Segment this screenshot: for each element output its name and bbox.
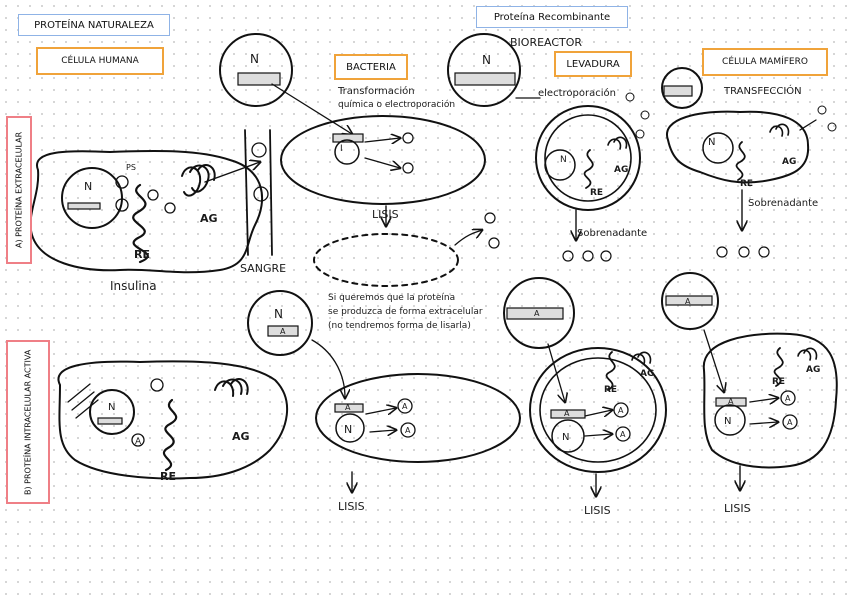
- svg-text:LISIS: LISIS: [338, 500, 365, 513]
- host-yeast: LEVADURA: [554, 51, 632, 77]
- svg-text:N: N: [482, 53, 491, 67]
- svg-text:AG: AG: [782, 157, 796, 167]
- svg-text:N: N: [562, 432, 569, 443]
- svg-text:A: A: [685, 297, 691, 306]
- label-lisis-bacteria: LISIS: [372, 208, 399, 221]
- lysed-bacteria: [313, 233, 459, 287]
- svg-text:A: A: [618, 406, 624, 415]
- svg-text:N: N: [344, 423, 352, 436]
- human-ag-stack: [181, 164, 216, 197]
- svg-text:A: A: [345, 403, 351, 412]
- human-vesicle-1: [115, 175, 129, 189]
- svg-text:AG: AG: [640, 369, 654, 379]
- human-vesicle-2: [115, 198, 129, 212]
- svg-text:AG: AG: [232, 430, 250, 443]
- header-recombinante: Proteína Recombinante: [476, 6, 628, 28]
- svg-text:AG: AG: [806, 365, 820, 375]
- label-bioreactor: BIOREACTOR: [510, 36, 582, 49]
- mammal-cell: [665, 110, 810, 184]
- human-vesicle-3: [147, 189, 159, 201]
- yeast-cell-outer: [535, 105, 641, 211]
- svg-text:A: A: [785, 394, 791, 403]
- bacteria-cell-b: [315, 373, 521, 463]
- svg-text:I: I: [340, 144, 343, 154]
- human-re-squiggle: [132, 183, 149, 264]
- svg-text:N: N: [84, 180, 92, 193]
- note-line-1: Si queremos que la proteína: [328, 293, 455, 303]
- note-line-3: (no tendremos forma de lisarla): [328, 321, 471, 331]
- svg-text:PS: PS: [126, 163, 136, 172]
- label-transformacion-2: química o electroporación: [338, 99, 455, 110]
- bacteria-plasmid-circle: [219, 33, 293, 107]
- svg-text:RE: RE: [604, 385, 617, 395]
- note-line-2: se produzca de forma extracelular: [328, 307, 483, 317]
- svg-text:RE: RE: [590, 188, 603, 198]
- svg-text:RE: RE: [160, 470, 176, 483]
- svg-text:N: N: [724, 416, 731, 427]
- host-bacteria: BACTERIA: [334, 54, 408, 80]
- svg-text:A: A: [787, 418, 793, 427]
- header-natural: PROTEÍNA NATURALEZA: [18, 14, 170, 36]
- svg-text:RE: RE: [740, 179, 753, 189]
- label-insulina: Insulina: [110, 279, 157, 293]
- svg-text:LISIS: LISIS: [584, 504, 611, 517]
- svg-text:A: A: [728, 397, 734, 406]
- svg-text:AG: AG: [200, 212, 218, 225]
- svg-text:N: N: [560, 155, 567, 165]
- svg-text:RE: RE: [134, 248, 150, 261]
- mammal-plasmid-circle: [661, 67, 703, 109]
- bacteria-cell: [280, 115, 486, 205]
- svg-text:A: A: [534, 309, 540, 318]
- svg-text:A: A: [280, 327, 286, 336]
- svg-text:N: N: [108, 402, 115, 413]
- svg-text:A: A: [135, 437, 142, 447]
- host-mammal: CÉLULA MAMÍFERO: [702, 48, 828, 76]
- svg-text:N: N: [708, 137, 715, 148]
- yeast-cell-inner: [544, 114, 632, 202]
- svg-text:LISIS: LISIS: [724, 502, 751, 515]
- label-sobrenadante-mammal: Sobrenadante: [748, 198, 818, 209]
- label-electroporacion: electroporación: [538, 87, 616, 99]
- svg-text:A: A: [405, 426, 411, 435]
- svg-text:AG: AG: [614, 165, 628, 175]
- svg-text:A: A: [564, 409, 570, 418]
- label-sangre: SANGRE: [240, 262, 286, 275]
- label-transfeccion: TRANSFECCIÓN: [723, 84, 802, 97]
- label-n-bacteria: N: [250, 52, 259, 66]
- human-nucleus: [61, 167, 123, 229]
- human-cell-b: [57, 360, 289, 480]
- svg-text:RE: RE: [772, 377, 785, 387]
- svg-text:A: A: [402, 402, 408, 411]
- section-b-label: B) PROTEÍNA INTRACELULAR ACTIVA: [6, 340, 50, 504]
- section-a-label: A) PROTEÍNA EXTRACELULAR: [6, 116, 32, 264]
- yeast-plasmid-circle: [447, 33, 521, 107]
- label-sobrenadante-yeast: Sobrenadante: [577, 228, 647, 239]
- human-gene-bar: [67, 202, 101, 210]
- human-vesicle-4: [164, 202, 176, 214]
- host-human: CÉLULA HUMANA: [36, 47, 164, 75]
- label-transformacion-1: Transformación: [337, 85, 415, 97]
- svg-text:A: A: [620, 430, 626, 439]
- svg-text:N: N: [274, 307, 283, 321]
